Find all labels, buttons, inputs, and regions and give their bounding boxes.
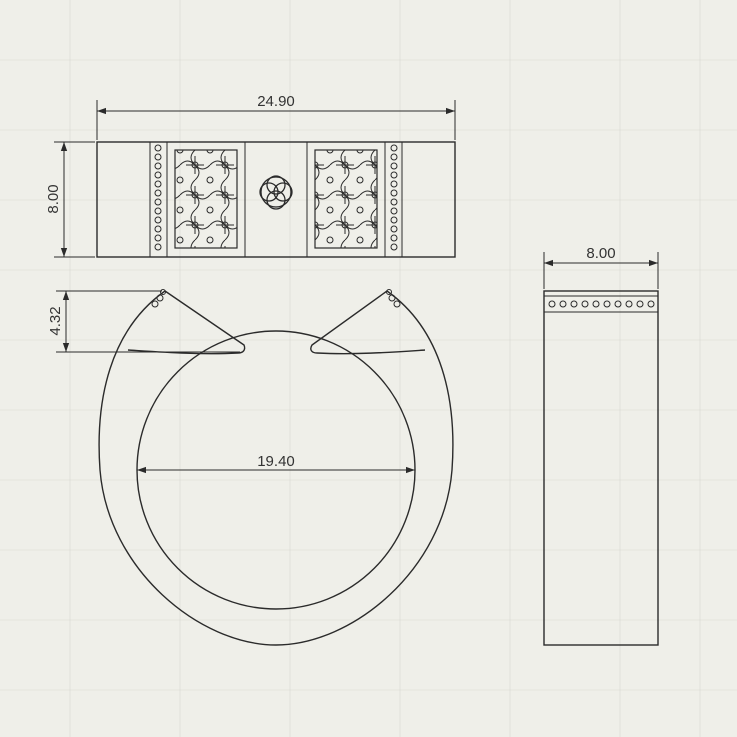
dimension-top-width-label: 24.90 — [257, 93, 295, 110]
dimension-top-height: 8.00 — [45, 141, 95, 258]
knot-motif-icon — [259, 175, 293, 210]
dimension-side-width-label: 8.00 — [586, 245, 615, 262]
dimension-top-width: 24.90 — [96, 93, 456, 140]
side-view — [543, 290, 659, 646]
top-view — [96, 141, 456, 258]
dimension-opening-height-label: 4.32 — [47, 306, 64, 335]
dimension-inner-diameter: 19.40 — [137, 453, 415, 474]
side-view-outline — [543, 290, 659, 646]
right-tip — [310, 290, 426, 355]
left-tip — [127, 290, 246, 355]
left-lattice-panel — [166, 141, 246, 258]
left-bead-strip — [149, 142, 168, 257]
right-bead-strip — [384, 142, 403, 257]
right-lattice-panel — [306, 141, 386, 258]
ring-outer-profile — [98, 290, 454, 646]
top-view-outline — [96, 141, 456, 258]
dimension-opening-height: 4.32 — [47, 290, 240, 353]
dimension-side-width: 8.00 — [543, 245, 659, 289]
tip-beads — [151, 289, 401, 308]
dimension-top-height-label: 8.00 — [45, 184, 62, 213]
dimension-inner-diameter-label: 19.40 — [257, 453, 295, 470]
side-bead-row — [548, 300, 655, 308]
